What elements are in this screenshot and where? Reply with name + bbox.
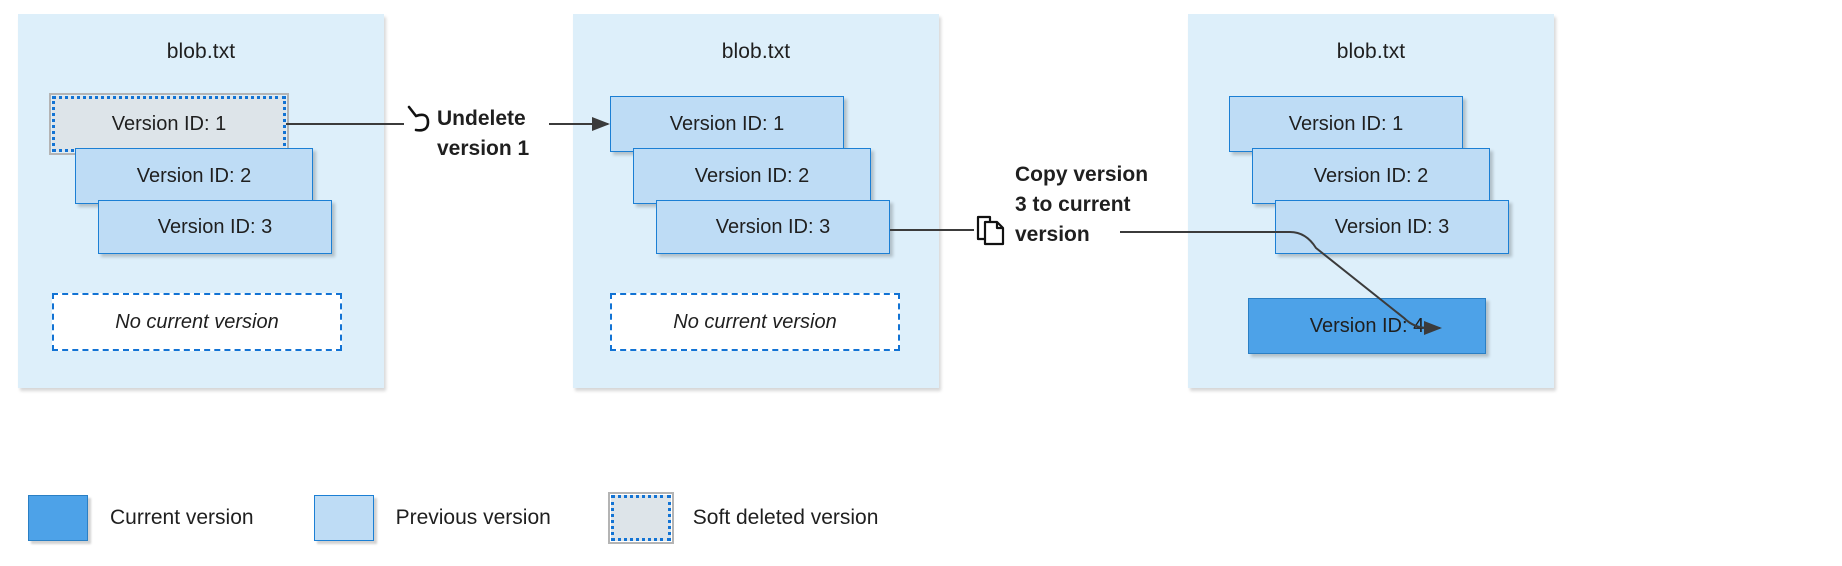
version-label: Version ID: 2	[694, 164, 810, 187]
placeholder-label: No current version	[673, 310, 837, 333]
version-label: Version ID: 3	[1334, 215, 1450, 238]
undelete-callout-line1: Undelete	[437, 107, 526, 130]
legend-label-previous: Previous version	[395, 506, 551, 529]
legend-label-current: Current version	[110, 506, 254, 529]
version-box-3-1: Version ID: 1	[1229, 96, 1463, 152]
version-label: Version ID: 3	[715, 215, 831, 238]
legend-item-previous: Previous version	[313, 495, 551, 541]
legend-swatch-softdeleted-icon	[607, 492, 674, 544]
version-box-2-1: Version ID: 1	[610, 96, 844, 152]
undelete-callout-line2: version 1	[437, 136, 530, 160]
version-box-2-3: Version ID: 3	[656, 200, 890, 254]
version-label: Version ID: 2	[1313, 164, 1429, 187]
legend-item-softdeleted: Soft deleted version	[607, 492, 879, 544]
version-label: Version ID: 2	[136, 164, 252, 187]
version-box-2-2: Version ID: 2	[633, 148, 871, 204]
legend-swatch-previous-icon	[313, 495, 374, 541]
legend-item-current: Current version	[28, 495, 254, 541]
legend: Current version Previous version Soft de…	[28, 492, 938, 544]
copy-pages-icon	[976, 215, 1005, 246]
blob-name-label-2: blob.txt	[721, 40, 791, 63]
version-box-3-2: Version ID: 2	[1252, 148, 1490, 204]
version-box-1-3: Version ID: 3	[98, 200, 332, 254]
copy-callout: Copy version 3 to current version	[1015, 160, 1175, 249]
version-box-1-2: Version ID: 2	[75, 148, 313, 204]
no-current-version-placeholder-1: No current version	[52, 293, 342, 351]
blob-name-label-1: blob.txt	[166, 40, 236, 63]
version-label: Version ID: 1	[669, 112, 785, 135]
undo-arrow-icon	[407, 105, 430, 132]
copy-callout-line2: 3 to current	[1015, 192, 1131, 216]
version-label: Version ID: 1	[1288, 112, 1404, 135]
copy-callout-line1: Copy version	[1015, 163, 1149, 186]
legend-swatch-current-icon	[28, 495, 88, 541]
no-current-version-placeholder-2: No current version	[610, 293, 900, 351]
version-box-3-4: Version ID: 4	[1248, 298, 1486, 354]
version-box-3-3: Version ID: 3	[1275, 200, 1509, 254]
version-label: Version ID: 3	[157, 215, 273, 238]
copy-callout-line3: version	[1015, 222, 1090, 246]
blob-name-label-3: blob.txt	[1336, 40, 1406, 63]
placeholder-label: No current version	[115, 310, 279, 333]
version-label: Version ID: 1	[111, 112, 227, 135]
legend-label-softdeleted: Soft deleted version	[692, 506, 879, 529]
undelete-callout: Undelete version 1	[437, 104, 557, 164]
version-label: Version ID: 4	[1309, 314, 1425, 337]
version-box-1-1: Version ID: 1	[49, 93, 289, 155]
